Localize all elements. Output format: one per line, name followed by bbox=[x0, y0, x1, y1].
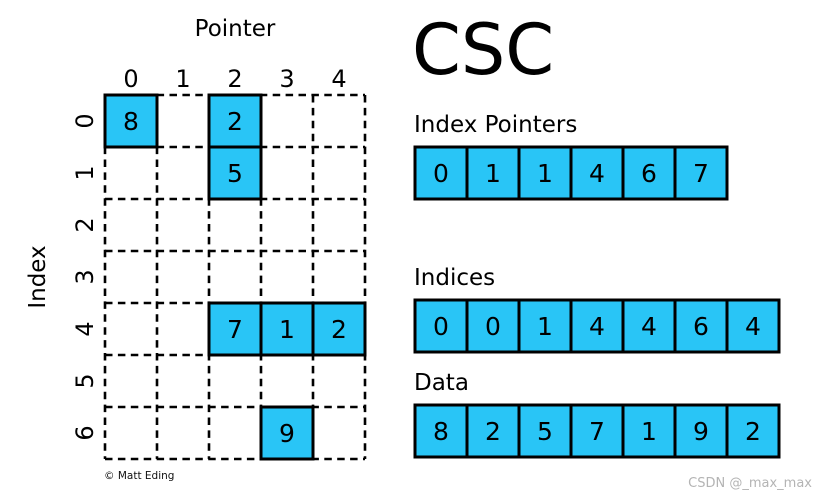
indices-cell bbox=[725, 298, 781, 354]
matrix-cell-value: 8 bbox=[123, 107, 139, 136]
matrix-cell bbox=[259, 405, 315, 461]
matrix-cell bbox=[207, 145, 263, 201]
index-pointers-label: Index Pointers bbox=[414, 112, 578, 138]
watermark-text: CSDN @_max_max bbox=[688, 476, 812, 491]
indices-cell-value: 4 bbox=[589, 312, 605, 341]
index-axis-label: Index bbox=[25, 245, 51, 309]
row-label-2: 2 bbox=[71, 217, 99, 233]
data-cell-value: 2 bbox=[745, 417, 761, 446]
indices-cell bbox=[465, 298, 521, 354]
matrix-cell bbox=[207, 301, 263, 357]
index-pointers-cell-value: 1 bbox=[485, 159, 501, 188]
row-label-5: 5 bbox=[71, 373, 99, 389]
row-label-3: 3 bbox=[71, 269, 99, 285]
pointer-axis-label: Pointer bbox=[194, 16, 276, 42]
column-header-3: 3 bbox=[279, 65, 295, 93]
indices-cell-value: 1 bbox=[537, 312, 553, 341]
row-label-0: 0 bbox=[71, 113, 99, 129]
page-title: CSC bbox=[412, 9, 555, 91]
row-label-6: 6 bbox=[71, 425, 99, 441]
indices-cell-value: 0 bbox=[433, 312, 449, 341]
indices-cell-value: 4 bbox=[641, 312, 657, 341]
indices-cell bbox=[673, 298, 729, 354]
data-cell-value: 7 bbox=[589, 417, 605, 446]
column-header-0: 0 bbox=[123, 65, 139, 93]
matrix-cell bbox=[207, 93, 263, 149]
column-header-2: 2 bbox=[227, 65, 243, 93]
matrix-cell bbox=[259, 301, 315, 357]
data-cell bbox=[621, 403, 677, 459]
row-label-4: 4 bbox=[71, 321, 99, 337]
data-cell-value: 9 bbox=[693, 417, 709, 446]
index-pointers-cell bbox=[673, 145, 729, 201]
indices-cell-value: 6 bbox=[693, 312, 709, 341]
row-label-1: 1 bbox=[71, 165, 99, 181]
indices-label: Indices bbox=[414, 265, 496, 291]
data-cell-value: 2 bbox=[485, 417, 501, 446]
matrix-cell bbox=[311, 301, 367, 357]
matrix-cell-value: 9 bbox=[279, 419, 295, 448]
data-cell-value: 8 bbox=[433, 417, 449, 446]
copyright-text: © Matt Eding bbox=[104, 470, 175, 482]
index-pointers-cell-value: 4 bbox=[589, 159, 605, 188]
index-pointers-cell-value: 0 bbox=[433, 159, 449, 188]
index-pointers-cell-value: 1 bbox=[537, 159, 553, 188]
column-header-4: 4 bbox=[331, 65, 347, 93]
data-label: Data bbox=[414, 370, 469, 396]
column-header-1: 1 bbox=[175, 65, 191, 93]
matrix-cell-value: 7 bbox=[227, 315, 243, 344]
indices-cell bbox=[621, 298, 677, 354]
indices-cell-value: 0 bbox=[485, 312, 501, 341]
index-pointers-cell bbox=[621, 145, 677, 201]
data-cell bbox=[673, 403, 729, 459]
indices-cell-value: 4 bbox=[745, 312, 761, 341]
index-pointers-cell bbox=[569, 145, 625, 201]
data-cell-value: 5 bbox=[537, 417, 553, 446]
matrix-cell-value: 5 bbox=[227, 159, 243, 188]
data-cell bbox=[465, 403, 521, 459]
index-pointers-cell-value: 7 bbox=[693, 159, 709, 188]
index-pointers-cell-value: 6 bbox=[641, 159, 657, 188]
data-cell-value: 1 bbox=[641, 417, 657, 446]
matrix-cell bbox=[103, 93, 159, 149]
index-pointers-cell bbox=[413, 145, 469, 201]
data-cell bbox=[569, 403, 625, 459]
index-pointers-cell bbox=[465, 145, 521, 201]
matrix-cell-value: 2 bbox=[227, 107, 243, 136]
matrix-cell-value: 2 bbox=[331, 315, 347, 344]
matrix-cell-value: 1 bbox=[279, 315, 295, 344]
data-cell bbox=[725, 403, 781, 459]
